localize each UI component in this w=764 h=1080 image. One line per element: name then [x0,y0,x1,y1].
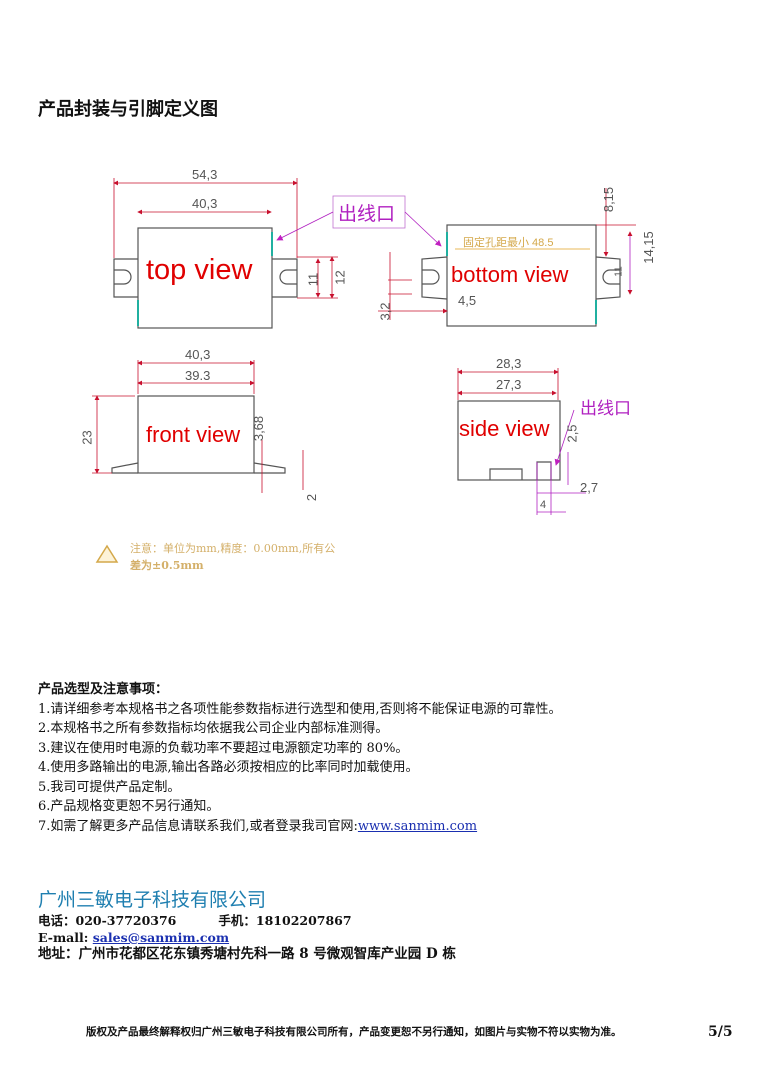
tolerance-line-2: 差为±0.5mm [130,559,204,572]
dim-bottom-slot: 3,2 [377,302,393,321]
copyright-footer: 版权及产品最终解释权归广州三敏电子科技有限公司所有，产品变更恕不另行通知，如图片… [86,1026,622,1038]
note-item: 4.使用多路输出的电源,输出各路必须按相应的比率同时加载使用。 [38,760,419,775]
dim-front-d1: 3,68 [251,415,267,442]
side-view-label: side view [459,416,550,441]
dim-side-w2: 27,3 [496,377,522,392]
dim-side-d2: 2,7 [580,480,599,495]
note-item: 3.建议在使用时电源的负载功率不要超过电源额定功率的 80%。 [38,740,409,756]
page-number: 5/5 [708,1024,733,1040]
note-item-text: 7.如需了解更多产品信息请联系我们,或者登录我司官网: [38,818,358,834]
dim-top-slot-b: 12 [332,270,348,285]
note-item: 2.本规格书之所有参数指标均依据我公司企业内部标准测得。 [38,721,389,736]
note-item: 7.如需了解更多产品信息请联系我们,或者登录我司官网:www.sanmim.co… [38,817,562,837]
address-label: 地址： [38,946,79,962]
address: 广州市花都区花东镇秀塘村先科一路 8 号微观智库产业园 D 栋 [78,946,456,962]
dim-front-w2: 39.3 [185,368,211,383]
dim-top-body: 40,3 [192,196,218,211]
notes-heading: 产品选型及注意事项： [38,682,169,697]
company-name: 广州三敏电子科技有限公司 [38,889,267,911]
email-link[interactable]: sales@sanmim.com [92,930,230,945]
dim-bottom-d2: 14,15 [640,231,656,264]
dim-hole-pitch: 固定孔距最小 48.5 [463,237,554,249]
dim-front-foot: 2 [304,493,320,502]
outlet-callout: 出线口 [338,204,396,225]
tolerance-note: 注意：单位为mm,精度：0.00mm,所有公 差为±0.5mm [130,540,335,574]
tolerance-line-1: 注意：单位为mm,精度：0.00mm,所有公 [130,542,336,555]
note-item: 1.请详细参考本规格书之各项性能参数指标进行选型和使用,否则将不能保证电源的可靠… [38,701,562,717]
front-view-label: front view [146,422,241,447]
package-drawing [92,178,636,563]
website-link[interactable]: www.sanmim.com [357,818,478,834]
dim-side-d1: 2,5 [564,424,580,443]
dim-top-slot-a: 11 [305,272,321,287]
phone-number: 020-37720376 [75,913,177,928]
dim-bottom-d1: 8,15 [601,186,617,213]
dim-bottom-ear: 4,5 [458,293,477,308]
top-view-label: top view [146,254,253,286]
dim-front-height: 23 [79,430,95,445]
phone-label: 电话： [38,913,76,928]
dim-top-overall: 54,3 [192,167,218,182]
front-view-body [137,395,255,474]
top-view-left-ear [113,258,138,298]
dim-side-w1: 28,3 [496,356,522,371]
side-view-body [457,400,561,481]
top-view-right-ear [272,258,298,298]
warning-icon [95,544,119,563]
dim-front-w1: 40,3 [185,347,211,362]
dim-side-d3: 4 [540,499,547,511]
selection-notes: 产品选型及注意事项： 1.请详细参考本规格书之各项性能参数指标进行选型和使用,否… [38,680,562,836]
bottom-view-body [446,224,597,327]
bottom-view-label: bottom view [451,262,569,287]
mobile-number: 18102207867 [255,913,352,928]
outlet-callout-side: 出线口 [580,399,631,418]
mobile-label: 手机： [218,913,256,928]
email-label: E-mall: [38,930,93,945]
contact-info: 电话：020-37720376 手机：18102207867 E-mall: sa… [38,912,456,963]
dim-bottom-d3: 11 [613,266,625,277]
note-item: 6.产品规格变更恕不另行通知。 [38,799,220,814]
top-view-body [137,227,273,329]
page-title: 产品封装与引脚定义图 [38,99,218,120]
note-item: 5.我司可提供产品定制。 [38,779,181,795]
